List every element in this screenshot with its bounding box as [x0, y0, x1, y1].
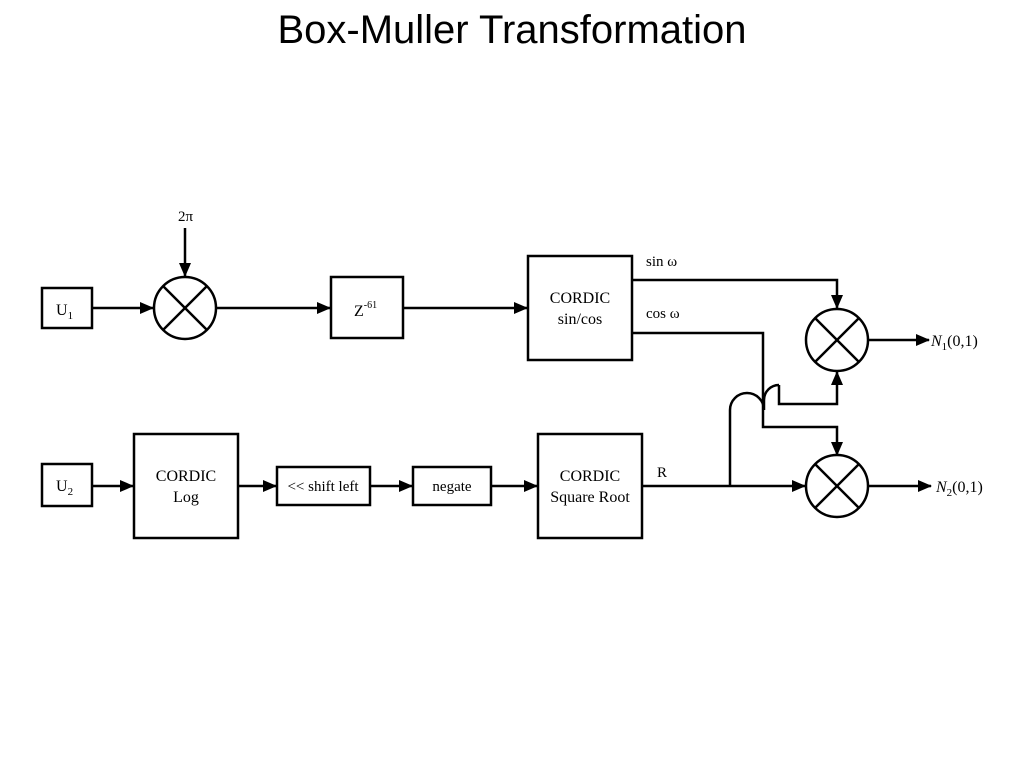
cordic-sincos-line1: CORDIC [550, 290, 610, 307]
cordic-sqrt-line2: Square Root [550, 489, 630, 506]
cordic-sqrt-block: CORDIC Square Root [536, 432, 644, 540]
multiplier-n1 [804, 307, 870, 373]
cordic-sqrt-line1: CORDIC [560, 468, 620, 485]
output-n1-label: N1(0,1) [930, 333, 978, 353]
output-n2-label: N2(0,1) [935, 479, 983, 499]
multiplier-phase [152, 275, 218, 341]
negate-label: negate [432, 479, 471, 495]
slide-title: Box-Muller Transformation [277, 8, 747, 52]
cordic-sincos-line2: sin/cos [558, 311, 602, 328]
cos-omega-label: cos ω [646, 306, 680, 322]
delay-block-z61: Z-61 [329, 275, 405, 340]
u2-label: U2 [56, 478, 73, 498]
shift-left-block: << shift left [275, 465, 372, 507]
u1-input-box: U1 [40, 286, 94, 330]
u1-label: U1 [56, 302, 73, 322]
cordic-log-line2: Log [173, 489, 199, 506]
shift-left-label: << shift left [287, 479, 359, 495]
delay-label: Z-61 [354, 300, 377, 320]
cordic-sincos-block: CORDIC sin/cos [526, 254, 634, 362]
wire-r-to-mult-n1-hop [728, 383, 780, 486]
multiplier-n2 [804, 453, 870, 519]
negate-block: negate [411, 465, 493, 507]
wire-cos-to-mult-n2 [632, 331, 843, 456]
sin-omega-label: sin ω [646, 254, 677, 270]
wire-r-branch-to-mult-n1 [777, 371, 843, 406]
cordic-log-block: CORDIC Log [132, 432, 240, 540]
cordic-log-line1: CORDIC [156, 468, 216, 485]
u2-input-box: U2 [40, 462, 94, 508]
wire-sin-to-mult-n1 [632, 278, 843, 309]
r-label: R [657, 465, 667, 481]
two-pi-label: 2π [178, 209, 194, 225]
